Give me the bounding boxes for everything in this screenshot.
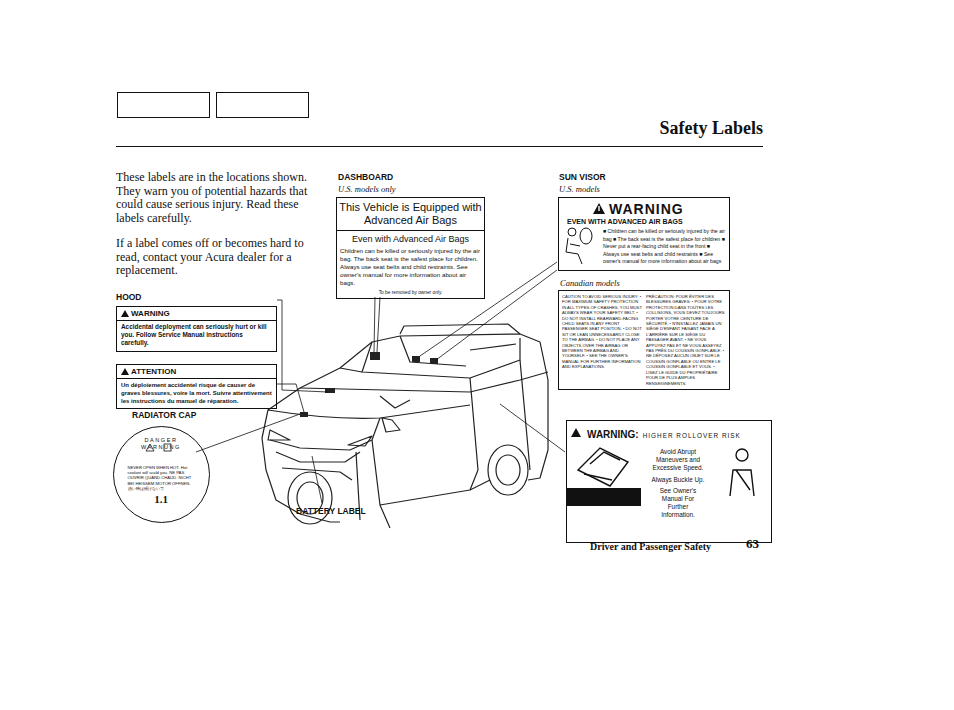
label-body: See Owner's Manual For Further Informati…: [651, 487, 705, 520]
label-heading: WARNING: [565, 202, 725, 217]
label-heading: ATTENTION: [117, 367, 276, 379]
triangle-marks: [598, 206, 599, 211]
airbag-label: CAUTION TO AVOID SERIOUS INJURY: • FOR M…: [558, 290, 730, 390]
label-body: Always Buckle Up.: [651, 476, 705, 484]
page-title: Safety Labels: [660, 118, 764, 139]
label-subheading: Even with Advanced Air Bags: [340, 234, 481, 245]
label-number: 1.1: [128, 493, 195, 505]
label-body: PRÉCAUTION: POUR ÉVITER DES BLESSURES GR…: [646, 294, 726, 386]
intro-text: These labels are in the locations shown.…: [116, 171, 321, 225]
airbag-label: WARNINGEVEN WITH ADVANCED AIR BAGS ■ Chil…: [558, 197, 730, 271]
hood-label: ATTENTION Un déploiement accidentel risqu…: [116, 364, 277, 409]
location-heading: RADIATOR CAP: [132, 410, 196, 420]
label-body: CAUTION TO AVOID SERIOUS INJURY: • FOR M…: [562, 294, 642, 386]
label-body: ■ Children can be killed or seriously in…: [565, 228, 725, 266]
hood-label: WARNING Accidental deployment can serious…: [116, 306, 277, 352]
model-note: Canadian models: [560, 278, 620, 288]
location-heading: HOOD: [116, 292, 142, 302]
label-patches: [300, 352, 438, 417]
page-number: 63: [746, 536, 759, 552]
model-note: U.S. models: [559, 184, 600, 194]
location-heading: DASHBOARD: [338, 172, 393, 182]
rollover-icons: [566, 448, 754, 506]
rollover-label: WARNING: HIGHER ROLLOVER RISK Avoid Abrupt…: [566, 420, 772, 543]
label-heading: DANGER WARNUNG: [141, 437, 181, 451]
label-body: Avoid Abrupt Maneuvers and Excessive Spe…: [651, 448, 705, 473]
label-body: NEVER OPEN WHEN HOT. Hot coolant will sc…: [128, 465, 195, 491]
airbag-icon: [566, 228, 592, 264]
label-heading: HIGHER ROLLOVER RISK: [643, 430, 741, 442]
label-heading: WARNING: [117, 309, 276, 321]
airbag-label: This Vehicle is Equipped with Advanced A…: [336, 197, 485, 299]
tab-box: [217, 93, 309, 118]
label-heading: WARNING:: [571, 429, 639, 441]
tab-box: [118, 93, 210, 118]
location-heading: BATTERY LABEL: [296, 506, 366, 516]
label-body: Accidental deployment can seriously hurt…: [121, 323, 272, 348]
footer-text: Driver and Passenger Safety: [590, 541, 711, 552]
label-body: Children can be killed or seriously inju…: [340, 247, 481, 287]
label-body: Un déploiement accidentel risque de caus…: [121, 381, 272, 405]
radiator-cap-label: DANGER WARNUNG NEVER OPEN WHEN HOT. Hot c…: [113, 426, 210, 523]
label-subheading: EVEN WITH ADVANCED AIR BAGS: [565, 217, 725, 226]
model-note: U.S. models only: [338, 184, 396, 194]
header-rule: [116, 146, 763, 147]
location-heading: SUN VISOR: [559, 172, 606, 182]
suv-drawing: [262, 324, 548, 528]
label-heading: This Vehicle is Equipped with Advanced A…: [337, 201, 484, 231]
intro-text: If a label comes off or becomes hard to …: [116, 237, 321, 278]
label-note: To be removed by owner only.: [340, 290, 481, 296]
